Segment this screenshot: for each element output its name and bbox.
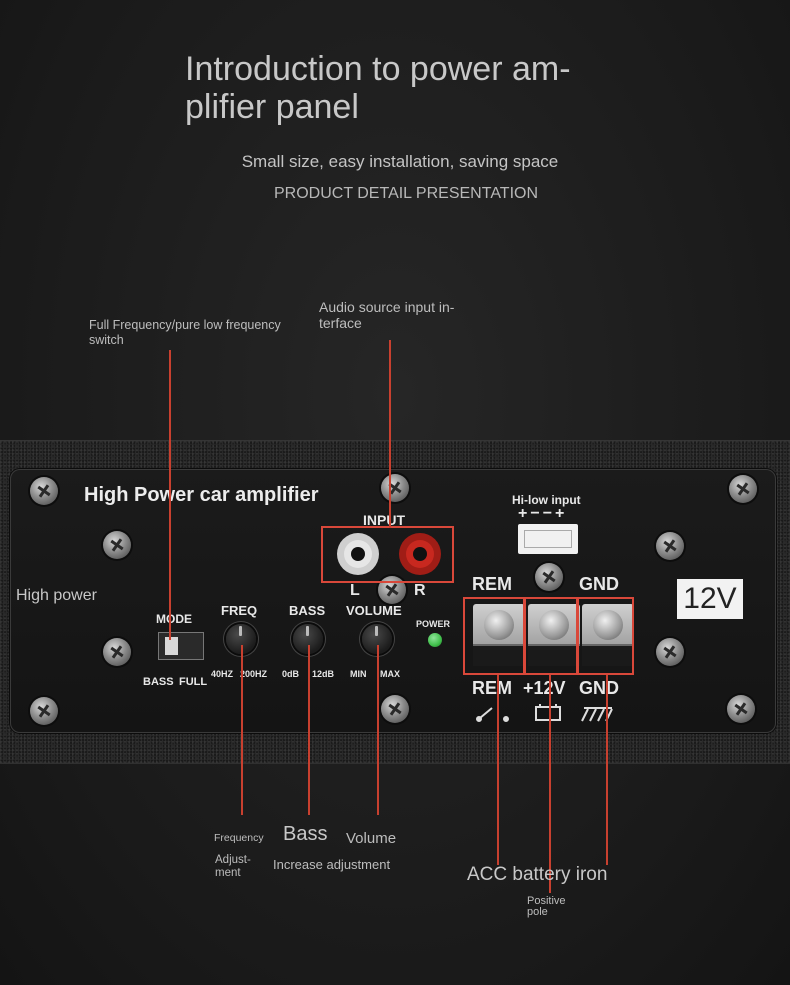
screw-icon	[535, 563, 563, 591]
freq-max-label: 200HZ	[240, 669, 268, 679]
input-label: INPUT	[363, 512, 405, 528]
mode-annotation-line1: Full Frequency/pure low frequency	[89, 318, 281, 332]
increase-annotation: Increase adjustment	[273, 857, 391, 872]
rca-right-jack[interactable]	[399, 533, 441, 575]
gnd-bottom-label: GND	[579, 678, 619, 698]
page-title-line1: Introduction to power am-	[185, 50, 571, 88]
positive-line2: pole	[527, 906, 548, 918]
positive-annotation: Positive pole	[527, 896, 566, 918]
screw-icon	[381, 695, 409, 723]
hilow-connector[interactable]	[518, 524, 578, 554]
page-title-line2: plifier panel	[185, 88, 359, 126]
page-title: Introduction to power am- plifier panel	[185, 50, 625, 126]
hilow-label: Hi-low input	[512, 493, 581, 507]
rem-highlight	[463, 597, 525, 675]
mode-annotation-line2: switch	[89, 333, 124, 347]
screw-icon	[729, 475, 757, 503]
rem-bottom-label: REM	[472, 678, 512, 698]
screw-icon	[656, 638, 684, 666]
rem-top-label: REM	[472, 574, 512, 594]
input-highlight	[321, 526, 454, 583]
rem-terminal[interactable]	[473, 604, 525, 666]
adjustment-line2: ment	[215, 867, 241, 879]
power-led-icon	[428, 633, 442, 647]
v12-bottom-label: +12V	[523, 678, 566, 698]
volume-max-label: MAX	[380, 669, 400, 679]
power-label: POWER	[416, 619, 451, 629]
screw-icon	[381, 474, 409, 502]
input-annotation: Audio source input in- terface	[319, 299, 479, 331]
volume-callout-line	[377, 645, 379, 815]
input-annotation-line2: terface	[319, 315, 362, 331]
v12-callout-line	[549, 675, 551, 893]
screw-icon	[727, 695, 755, 723]
subtitle: Small size, easy installation, saving sp…	[241, 152, 559, 171]
volume-annotation: Volume	[346, 830, 397, 847]
freq-label: FREQ	[221, 603, 258, 618]
mode-full-label: FULL	[179, 676, 208, 688]
detail-heading: PRODUCT DETAIL PRESENTATION	[273, 185, 539, 202]
battery-icon	[535, 704, 561, 721]
acc-annotation: ACC battery iron	[467, 864, 608, 885]
screw-icon	[30, 697, 58, 725]
screw-icon	[30, 477, 58, 505]
mode-label: MODE	[156, 612, 192, 626]
freq-callout-line	[241, 645, 243, 815]
volume-min-label: MIN	[350, 669, 367, 679]
rem-callout-line	[497, 675, 499, 865]
hilow-pins-label: +−−+	[518, 505, 568, 522]
rca-left-jack[interactable]	[337, 533, 379, 575]
bass-min-label: 0dB	[282, 669, 300, 679]
screw-icon	[378, 576, 406, 604]
input-annotation-line1: Audio source input in-	[319, 299, 455, 315]
bass-annotation: Bass	[283, 823, 328, 845]
volume-label: VOLUME	[346, 603, 402, 618]
ground-icon	[581, 707, 613, 722]
screw-icon	[656, 532, 684, 560]
right-channel-label: R	[414, 582, 426, 599]
high-power-label: High power	[16, 587, 97, 604]
mode-switch[interactable]	[158, 632, 204, 660]
v12-highlight	[524, 597, 578, 675]
adjustment-annotation: Adjust- ment	[215, 854, 251, 880]
frequency-annotation: Frequency	[214, 832, 264, 844]
bass-label: BASS	[289, 603, 326, 618]
switch-icon	[476, 707, 509, 722]
positive-line1: Positive	[527, 895, 566, 907]
mode-switch-annotation: Full Frequency/pure low frequency switch	[89, 318, 309, 348]
gnd-highlight	[577, 597, 634, 675]
mode-callout-line	[169, 350, 171, 640]
gnd-top-label: GND	[579, 574, 619, 594]
left-channel-label: L	[350, 582, 360, 599]
brand-label: High Power car amplifier	[84, 484, 319, 506]
v12-terminal[interactable]	[528, 604, 580, 666]
adjustment-line1: Adjust-	[215, 854, 251, 866]
voltage-badge: 12V	[677, 579, 743, 619]
bass-max-label: 12dB	[312, 669, 335, 679]
freq-min-label: 40HZ	[211, 669, 234, 679]
input-callout-line	[389, 340, 391, 528]
gnd-terminal[interactable]	[582, 604, 634, 666]
gnd-callout-line	[606, 675, 608, 865]
mode-bass-label: BASS	[143, 676, 174, 688]
screw-icon	[103, 531, 131, 559]
screw-icon	[103, 638, 131, 666]
bass-callout-line	[308, 645, 310, 815]
